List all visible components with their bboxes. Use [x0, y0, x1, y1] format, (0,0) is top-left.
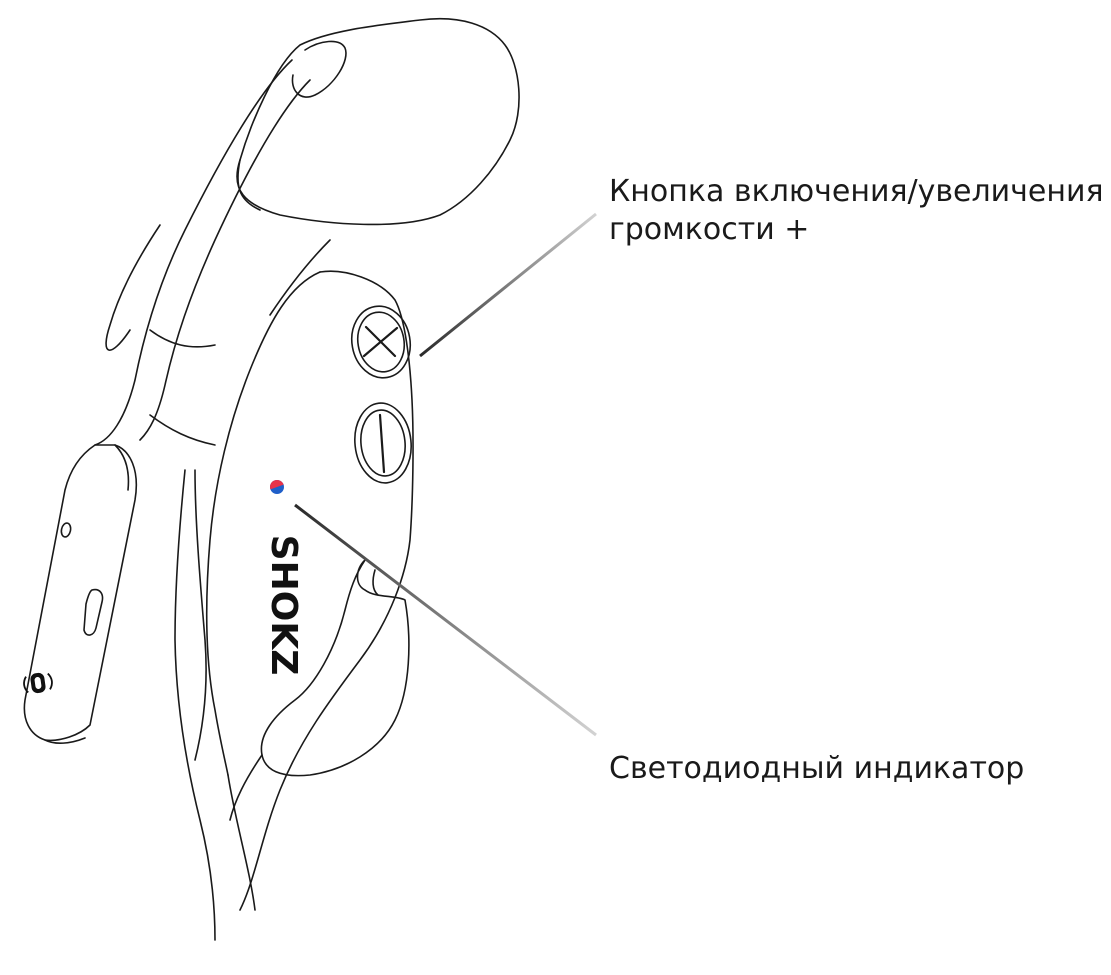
callout-power-line2: громкости + [609, 211, 1104, 249]
shokz-logo: SHOKZ [263, 535, 304, 676]
callout-led-label: Светодиодный индикатор [609, 750, 1024, 788]
plus-icon [364, 327, 397, 356]
headband-arm [95, 60, 292, 445]
led-leader-line [295, 505, 596, 735]
transducer-pad [237, 19, 519, 225]
power-leader-line [420, 214, 596, 356]
minus-icon [380, 415, 384, 472]
power-button-callout: Кнопка включения/увеличения громкости + [609, 173, 1104, 249]
transducer-pad-ridge [292, 41, 346, 97]
callout-power-line1: Кнопка включения/увеличения [609, 173, 1104, 211]
cable-arm [24, 445, 136, 740]
led-indicator-callout: Светодиодный индикатор [609, 750, 1024, 788]
led-indicator [268, 478, 284, 494]
usb-port [84, 590, 103, 635]
plus-button[interactable] [346, 302, 416, 383]
minus-button[interactable] [351, 400, 415, 485]
svg-text:SHOKZ: SHOKZ [263, 535, 304, 676]
shokz-mark-icon [23, 671, 54, 695]
